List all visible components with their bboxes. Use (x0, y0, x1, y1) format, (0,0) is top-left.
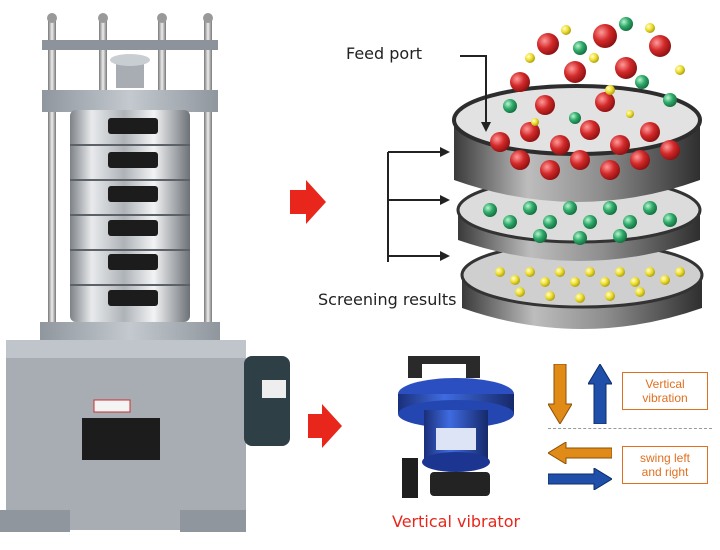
vertical-vibrator-label: Vertical vibrator (392, 512, 521, 531)
vertical-vibration-line-1: Vertical (645, 377, 685, 391)
vertical-vibration-box: Vertical vibration (622, 372, 708, 410)
vibration-divider (548, 428, 712, 429)
vertical-vibrator-image (388, 350, 528, 510)
feed-port-label: Feed port (346, 44, 423, 63)
left-arrow-icon (548, 442, 612, 464)
right-arrow-icon (290, 180, 326, 224)
swing-line-2: and right (641, 465, 689, 479)
swing-box: swing left and right (622, 446, 708, 484)
swing-line-1: swing left (639, 451, 691, 465)
down-arrow-icon (548, 364, 572, 424)
sieve-shaker-machine (0, 0, 290, 550)
right-arrow-icon (548, 468, 612, 490)
vertical-vibration-line-2: vibration (642, 391, 688, 405)
screening-diagram (370, 10, 720, 340)
right-arrow-icon (308, 404, 342, 448)
up-arrow-icon (588, 364, 612, 424)
screening-results-label: Screening results (318, 290, 457, 309)
